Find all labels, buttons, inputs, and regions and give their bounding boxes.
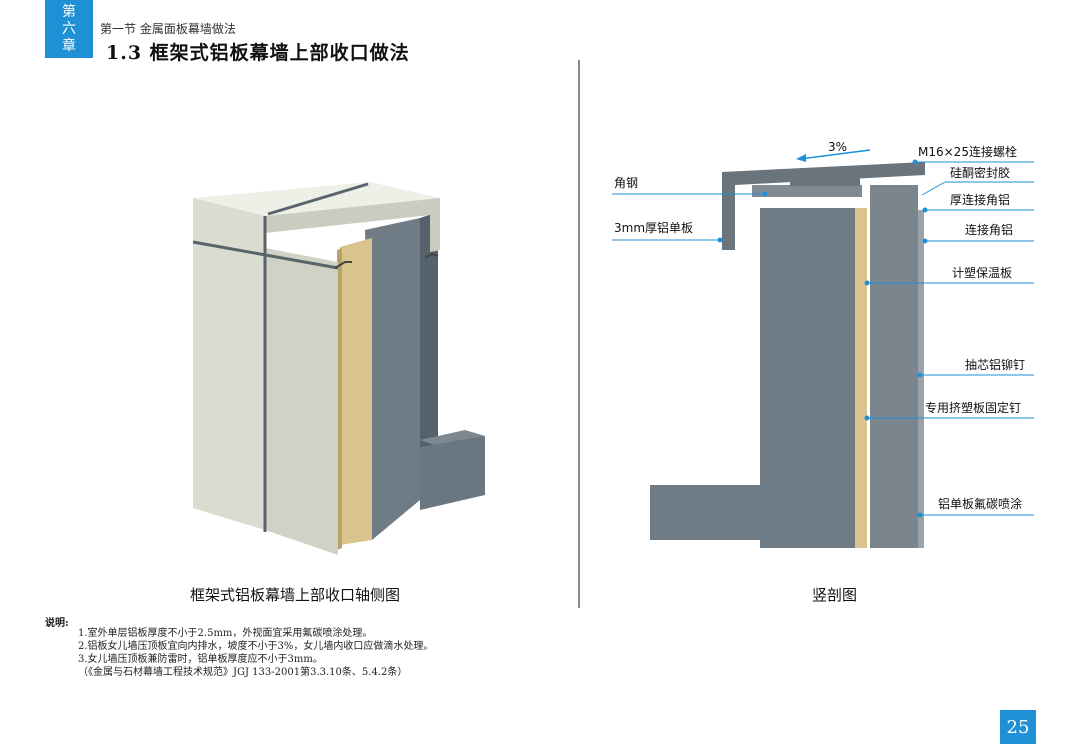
coping-joint [267, 182, 369, 216]
dot-coating [917, 512, 923, 518]
chapter-tab: 第 六 章 [45, 0, 93, 58]
label-angle-steel: 角钢 [614, 176, 638, 190]
section-title: 1.3 框架式铝板幕墙上部收口做法 [106, 42, 410, 64]
dot-angle-aluminum [922, 238, 928, 244]
panel-joint-horizontal-1 [192, 240, 339, 270]
dot-bolt [912, 159, 918, 165]
section-wall [760, 208, 855, 548]
section-slab [650, 485, 765, 540]
note-item: 1.室外单层铝板厚度不小于2.5mm，外视面宜采用氟碳喷涂处理。 [78, 628, 373, 639]
leader-silicone [921, 181, 946, 196]
insulation-edge [337, 248, 342, 550]
slope-arrow [799, 149, 871, 160]
label-fixing-nail: 专用挤塑板固定钉 [925, 400, 1021, 415]
slab-top [420, 430, 485, 447]
notes-list: 1.室外单层铝板厚度不小于2.5mm，外视面宜采用氟碳喷涂处理。 2.铝板女儿墙… [78, 627, 433, 679]
insulation-layer [340, 238, 372, 545]
dot-panel [717, 237, 723, 243]
dot-thick-angle [922, 207, 928, 213]
note-item: 2.铝板女儿墙压顶板宜向内排水，坡度不小于3%，女儿墙内收口应做滴水处理。 [78, 641, 434, 652]
chapter-char-3: 章 [62, 37, 76, 54]
dot-fixing-nail [864, 415, 870, 421]
concrete-wall-side [420, 212, 438, 500]
section-angle-steel [752, 185, 862, 197]
label-bolt: M16×25连接螺栓 [918, 144, 1017, 159]
label-thick-angle: 厚连接角铝 [950, 192, 1010, 207]
label-aluminum-panel: 3mm厚铝单板 [614, 220, 693, 235]
label-rivet: 抽芯铝铆钉 [965, 357, 1025, 372]
section-cladding-skin [918, 210, 924, 548]
bracket-right [424, 252, 439, 259]
slope-arrow-head [796, 154, 806, 162]
slope-label: 3% [828, 140, 847, 154]
bracket-left [334, 261, 352, 269]
page-number: 25 [1000, 710, 1036, 744]
facade-panel-side [265, 248, 338, 555]
chapter-char-1: 第 [62, 3, 76, 20]
section-subtitle: 第一节 金属面板幕墙做法 [100, 22, 236, 36]
facade-panel-front [193, 238, 265, 530]
section-angle-steel-2 [790, 178, 860, 186]
dot-rivet [917, 372, 923, 378]
note-item: 3.女儿墙压顶板兼防雷时，铝单板厚度应不小于3mm。 [78, 654, 323, 665]
label-coating: 铝单板氟碳喷涂 [938, 496, 1022, 511]
figure-divider [578, 60, 580, 608]
note-item: （《金属与石材幕墙工程技术规范》JGJ 133-2001第3.3.10条、5.4… [78, 667, 408, 678]
axonometric-caption: 框架式铝板幕墙上部收口轴侧图 [190, 586, 401, 604]
label-silicone: 硅酮密封胶 [950, 165, 1010, 180]
section-insulation [855, 208, 867, 548]
coping-front [193, 198, 265, 248]
label-angle-aluminum: 连接角铝 [965, 222, 1013, 237]
label-insulation: 计塑保温板 [952, 265, 1012, 280]
coping-lip [265, 198, 440, 252]
concrete-wall-front [365, 218, 420, 540]
section-cladding [870, 185, 918, 548]
slab-front [420, 436, 485, 510]
dot-insulation [864, 280, 870, 286]
chapter-char-2: 六 [62, 20, 76, 37]
dot-angle-steel [762, 191, 768, 197]
notes-title: 说明: [45, 618, 69, 629]
section-caption: 竖剖图 [812, 586, 858, 604]
